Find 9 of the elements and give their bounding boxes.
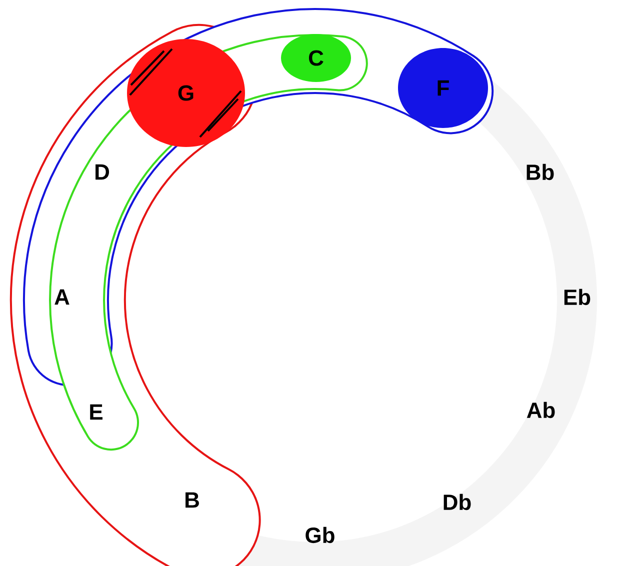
note-label: D xyxy=(96,164,110,180)
note-label: Db xyxy=(444,494,471,510)
note-label: B xyxy=(186,492,199,508)
note-label: Gb xyxy=(306,526,334,544)
note-label: Eb xyxy=(564,288,590,306)
note-label: A xyxy=(54,289,70,305)
note-label: Bb xyxy=(526,164,554,180)
note-label: Ab xyxy=(526,402,555,418)
note-label: E xyxy=(90,404,102,420)
